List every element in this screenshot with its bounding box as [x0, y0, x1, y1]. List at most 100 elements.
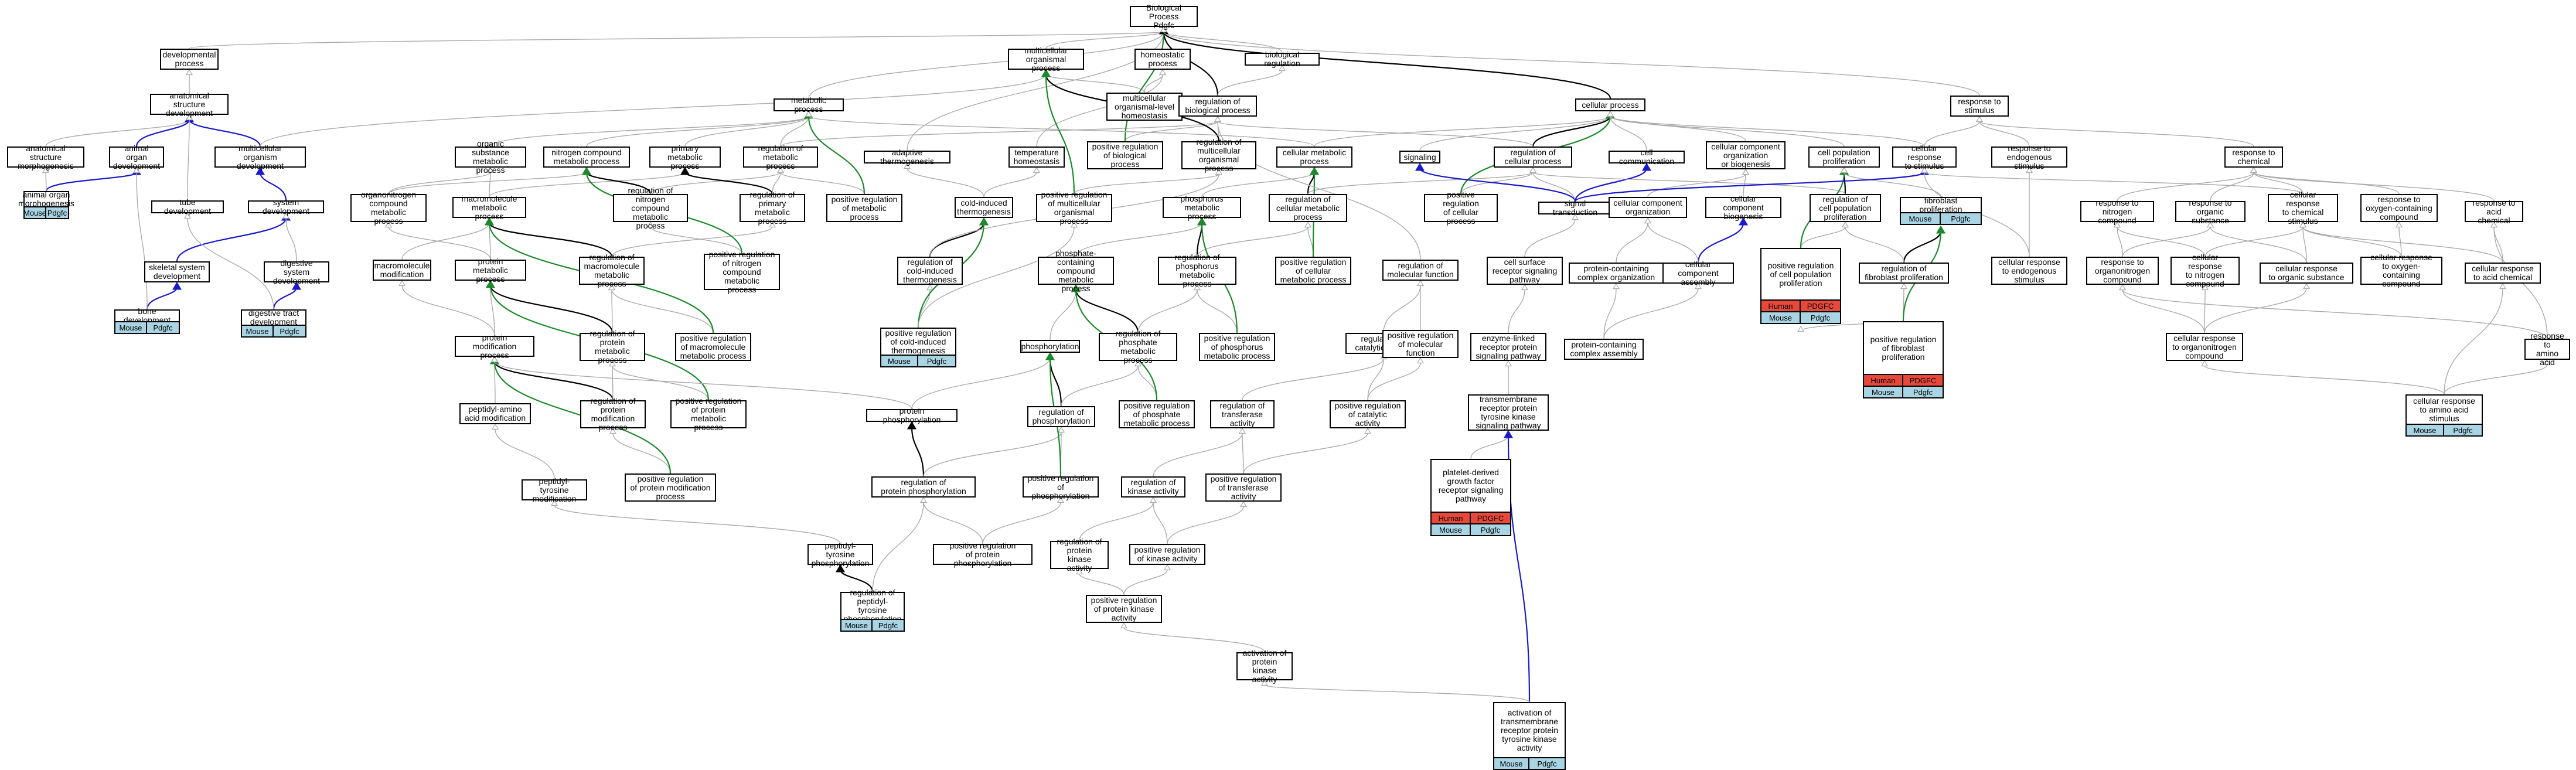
- go-term-prmp[interactable]: positive regulation of metabolic process: [826, 194, 902, 222]
- go-term-crtac[interactable]: cellular response to acid chemical: [2465, 263, 2541, 284]
- go-term-cit[interactable]: cold-induced thermogenesis: [955, 197, 1013, 218]
- go-term-phos[interactable]: phosphorylation: [1020, 340, 1080, 353]
- go-term-paam[interactable]: peptidyl-amino acid modification: [459, 403, 531, 424]
- go-term-mod[interactable]: multicellular organism development: [214, 144, 306, 170]
- go-term-bp[interactable]: Biological Process Pdgfc: [1130, 3, 1198, 29]
- go-term-cellp[interactable]: cellular process: [1575, 98, 1645, 111]
- go-term-protphos[interactable]: protein phosphorylation: [866, 407, 958, 424]
- go-term-tube[interactable]: tube development: [151, 198, 224, 216]
- go-term-rtos[interactable]: response to organic substance: [2175, 198, 2246, 224]
- go-term-rcit[interactable]: regulation of cold-induced thermogenesis: [897, 257, 963, 285]
- go-term-rpmp[interactable]: regulation of primary metabolic process: [740, 190, 805, 226]
- go-term-rtc[interactable]: response to chemical: [2224, 146, 2283, 168]
- go-term-rmf[interactable]: regulation of molecular function: [1382, 260, 1459, 281]
- go-term-bone[interactable]: bone development: [114, 307, 180, 325]
- go-term-rpcmp[interactable]: regulation of phosphate metabolic proces…: [1099, 329, 1177, 364]
- go-term-prmop[interactable]: positive regulation of multicellular org…: [1036, 190, 1112, 226]
- go-term-ccob[interactable]: cellular component organization or bioge…: [1706, 141, 1786, 169]
- go-term-prncmp[interactable]: positive regulation of nitrogen compound…: [704, 250, 780, 294]
- go-term-cmp[interactable]: cellular metabolic process: [1276, 146, 1352, 168]
- go-term-prfp[interactable]: positive regulation of fibroblast prolif…: [1863, 321, 1944, 375]
- go-term-mmod[interactable]: macromolecule modification: [373, 260, 431, 281]
- go-term-mlh[interactable]: multicellular organismal-level homeostas…: [1106, 93, 1183, 121]
- go-term-prpmodp[interactable]: positive regulation of protein modificat…: [625, 473, 716, 502]
- go-term-crtaa[interactable]: cellular response to amino acid stimulus: [2405, 394, 2483, 425]
- go-term-pmodp[interactable]: protein modification process: [455, 333, 534, 359]
- go-term-rtac[interactable]: response to acid chemical: [2465, 198, 2523, 224]
- go-term-rtrans[interactable]: regulation of transferase activity: [1210, 400, 1275, 428]
- go-term-asd[interactable]: anatomical structure development: [150, 91, 229, 117]
- go-term-crtos[interactable]: cellular response to organic substance: [2260, 263, 2353, 284]
- go-term-rphos[interactable]: regulation of phosphorylation: [1027, 406, 1095, 427]
- go-term-cpp[interactable]: cell population proliferation: [1808, 146, 1880, 168]
- go-term-sysd[interactable]: system development: [248, 198, 324, 216]
- go-term-fp[interactable]: fibroblast proliferation: [1900, 196, 1982, 214]
- go-term-pdgf[interactable]: platelet-derived growth factor receptor …: [1430, 459, 1511, 513]
- go-term-rfp[interactable]: regulation of fibroblast proliferation: [1859, 263, 1949, 284]
- go-term-prcp[interactable]: positive regulation of cellular process: [1424, 190, 1498, 226]
- go-term-aom[interactable]: animal organ morphogenesis: [18, 190, 74, 208]
- go-term-homp[interactable]: homeostatic process: [1134, 49, 1191, 70]
- go-term-ccb[interactable]: cellular component biogenesis: [1705, 194, 1781, 220]
- go-term-prmmp[interactable]: positive regulation of macromolecule met…: [675, 333, 751, 361]
- go-term-mop[interactable]: multicellular organismal process: [1008, 46, 1084, 72]
- go-term-prprotphos[interactable]: positive regulation of protein phosphory…: [933, 541, 1033, 567]
- go-term-prcmp[interactable]: positive regulation of cellular metaboli…: [1275, 257, 1351, 285]
- go-term-crtnc[interactable]: cellular response to nitrogen compound: [2170, 253, 2240, 288]
- go-term-pccmp[interactable]: phosphate-containing compound metabolic …: [1038, 248, 1114, 292]
- go-term-prphmp[interactable]: positive regulation of phosphorus metabo…: [1199, 333, 1275, 361]
- go-term-rcp[interactable]: regulation of cellular process: [1494, 146, 1572, 168]
- go-term-digt[interactable]: digestive tract development: [241, 309, 306, 326]
- go-term-rpmodp[interactable]: regulation of protein modification proce…: [580, 397, 646, 432]
- go-term-rtaa[interactable]: response to amino acid: [2524, 332, 2570, 367]
- go-term-crtes[interactable]: cellular response to endogenous stimulus: [1991, 257, 2067, 285]
- go-term-rphmp[interactable]: regulation of phosphorus metabolic proce…: [1158, 253, 1236, 288]
- go-term-rprotmp[interactable]: regulation of protein metabolic process: [580, 329, 645, 364]
- go-term-elrp[interactable]: enzyme-linked receptor protein signaling…: [1470, 333, 1546, 361]
- go-term-prmf[interactable]: positive regulation of molecular functio…: [1382, 330, 1459, 358]
- go-term-rprotphos[interactable]: regulation of protein phosphorylation: [871, 476, 976, 498]
- go-term-prcpp[interactable]: positive regulation of cell population p…: [1760, 248, 1841, 301]
- go-term-pcco[interactable]: protein-containing complex organization: [1569, 263, 1664, 284]
- go-term-signal[interactable]: signaling: [1399, 151, 1440, 163]
- go-term-atrptk[interactable]: activation of transmembrane receptor pro…: [1493, 702, 1566, 758]
- go-term-rtes[interactable]: response to endogenous stimulus: [1991, 144, 2067, 170]
- go-term-cca[interactable]: cellular component assembly: [1662, 260, 1734, 286]
- go-term-adt[interactable]: adaptive thermogenesis: [864, 148, 950, 166]
- go-term-prtrans[interactable]: positive regulation of transferase activ…: [1205, 473, 1282, 502]
- go-term-rmmp[interactable]: regulation of macromolecule metabolic pr…: [579, 253, 645, 288]
- go-term-aod[interactable]: animal organ development: [109, 144, 164, 170]
- go-term-rcmp[interactable]: regulation of cellular metabolic process: [1269, 194, 1347, 222]
- go-term-asm[interactable]: anatomical structure morphogenesis: [7, 144, 84, 170]
- go-term-digs[interactable]: digestive system development: [264, 258, 329, 285]
- go-term-ptm[interactable]: peptidyl-tyrosine modification: [522, 476, 587, 503]
- go-term-protmp[interactable]: protein metabolic process: [455, 257, 526, 283]
- go-term-osmp[interactable]: organic substance metabolic process: [455, 139, 526, 175]
- go-term-ccomm[interactable]: cell communication: [1609, 148, 1685, 166]
- go-term-apka[interactable]: activation of protein kinase activity: [1236, 649, 1293, 684]
- go-term-rptp[interactable]: regulation of peptidyl-tyrosine phosphor…: [840, 588, 905, 624]
- go-term-rmp[interactable]: regulation of metabolic process: [743, 144, 818, 170]
- go-term-prprotmp[interactable]: positive regulation of protein metabolic…: [670, 397, 747, 432]
- go-term-pmp[interactable]: primary metabolic process: [649, 144, 721, 170]
- go-term-pcca[interactable]: protein-containing complex assembly: [1564, 339, 1644, 360]
- go-term-rkin[interactable]: regulation of kinase activity: [1121, 476, 1185, 498]
- go-term-rpka[interactable]: regulation of protein kinase activity: [1050, 537, 1109, 573]
- go-term-rts[interactable]: response to stimulus: [1950, 96, 2009, 117]
- go-term-prcit[interactable]: positive regulation of cold-induced ther…: [880, 328, 956, 356]
- go-term-prphos[interactable]: positive regulation of phosphorylation: [1023, 473, 1099, 500]
- go-term-phmp[interactable]: phosphorus metabolic process: [1163, 194, 1241, 220]
- go-term-prpcmp[interactable]: positive regulation of phosphate metabol…: [1119, 400, 1195, 428]
- go-term-ogcmp[interactable]: organonitrogen compound metabolic proces…: [350, 190, 427, 226]
- go-term-prcat[interactable]: positive regulation of catalytic activit…: [1330, 400, 1406, 428]
- go-term-rtnc[interactable]: response to nitrogen compound: [2080, 198, 2154, 224]
- go-term-csrsp[interactable]: cell surface receptor signaling pathway: [1487, 257, 1563, 285]
- go-term-rcpp[interactable]: regulation of cell population proliferat…: [1810, 194, 1881, 222]
- go-term-prkin[interactable]: positive regulation of kinase activity: [1129, 544, 1205, 565]
- go-term-bioreg[interactable]: biological regulation: [1245, 50, 1320, 68]
- go-term-cco[interactable]: cellular component organization: [1609, 197, 1687, 218]
- go-term-trptk[interactable]: transmembrane receptor protein tyrosine …: [1468, 394, 1549, 431]
- go-term-ncmp[interactable]: nitrogen compound metabolic process: [543, 146, 630, 168]
- go-term-mmp[interactable]: macromolecule metabolic process: [452, 194, 526, 220]
- go-term-prpka[interactable]: positive regulation of protein kinase ac…: [1086, 595, 1162, 623]
